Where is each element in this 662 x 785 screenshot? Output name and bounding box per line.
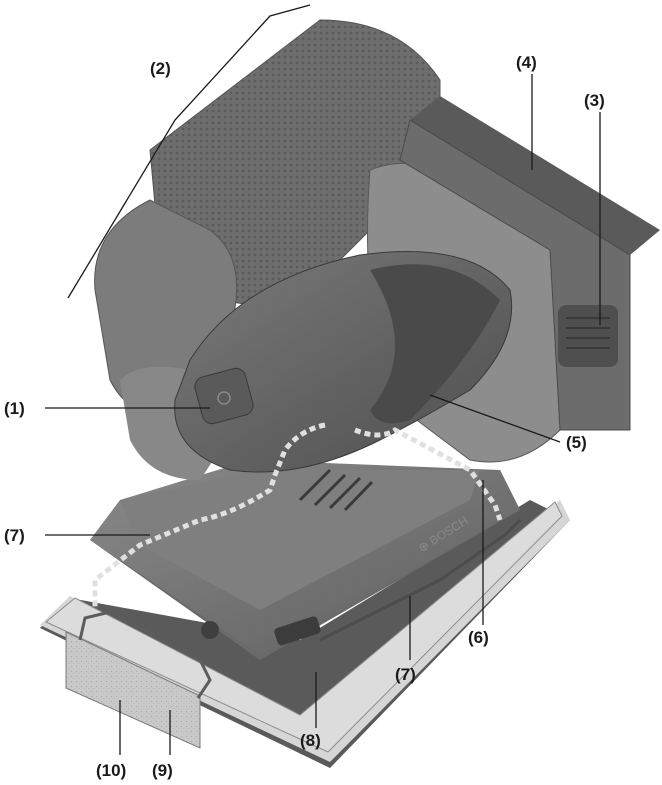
on-off-switch bbox=[194, 367, 254, 425]
sanding-sheet bbox=[45, 501, 563, 753]
leader-2 bbox=[67, 4, 311, 299]
callout-7a: (7) bbox=[4, 526, 25, 545]
release-ribs bbox=[566, 317, 610, 349]
housing-deck bbox=[120, 470, 480, 610]
callout-2: (2) bbox=[150, 59, 171, 78]
battery-top bbox=[410, 96, 660, 255]
foam-filter bbox=[65, 631, 201, 749]
callout-5: (5) bbox=[566, 433, 587, 452]
handle-softgrip bbox=[370, 264, 500, 424]
leader-5 bbox=[429, 394, 561, 443]
battery-release bbox=[558, 305, 618, 367]
callout-8: (8) bbox=[300, 731, 321, 750]
callout-4: (4) bbox=[516, 53, 537, 72]
callout-6: (6) bbox=[468, 628, 489, 647]
handle bbox=[174, 251, 513, 512]
callout-1: (1) bbox=[4, 399, 25, 418]
callout-9: (9) bbox=[152, 761, 173, 780]
callout-labels: (2) (4) (3) (1) (5) (7) (6) (7) (8) (10)… bbox=[4, 53, 605, 780]
callout-7b: (7) bbox=[395, 665, 416, 684]
clamp-lever bbox=[274, 616, 321, 646]
base-plate-bottom bbox=[40, 500, 570, 768]
dust-bag-area bbox=[65, 610, 212, 749]
dust-path-left bbox=[92, 422, 326, 610]
dust-path-right bbox=[354, 427, 503, 521]
clamping-wire-front bbox=[78, 610, 212, 699]
leader-lines bbox=[45, 4, 601, 755]
screw-hole bbox=[201, 621, 219, 639]
dust-paths bbox=[92, 422, 503, 610]
callout-3: (3) bbox=[584, 91, 605, 110]
clamping-wire-side bbox=[319, 518, 522, 642]
sanding-base bbox=[40, 500, 570, 768]
power-icon bbox=[217, 391, 231, 405]
vent-slots bbox=[298, 468, 374, 512]
lower-housing: ⊕ BOSCH bbox=[90, 460, 522, 660]
callout-10: (10) bbox=[96, 761, 126, 780]
